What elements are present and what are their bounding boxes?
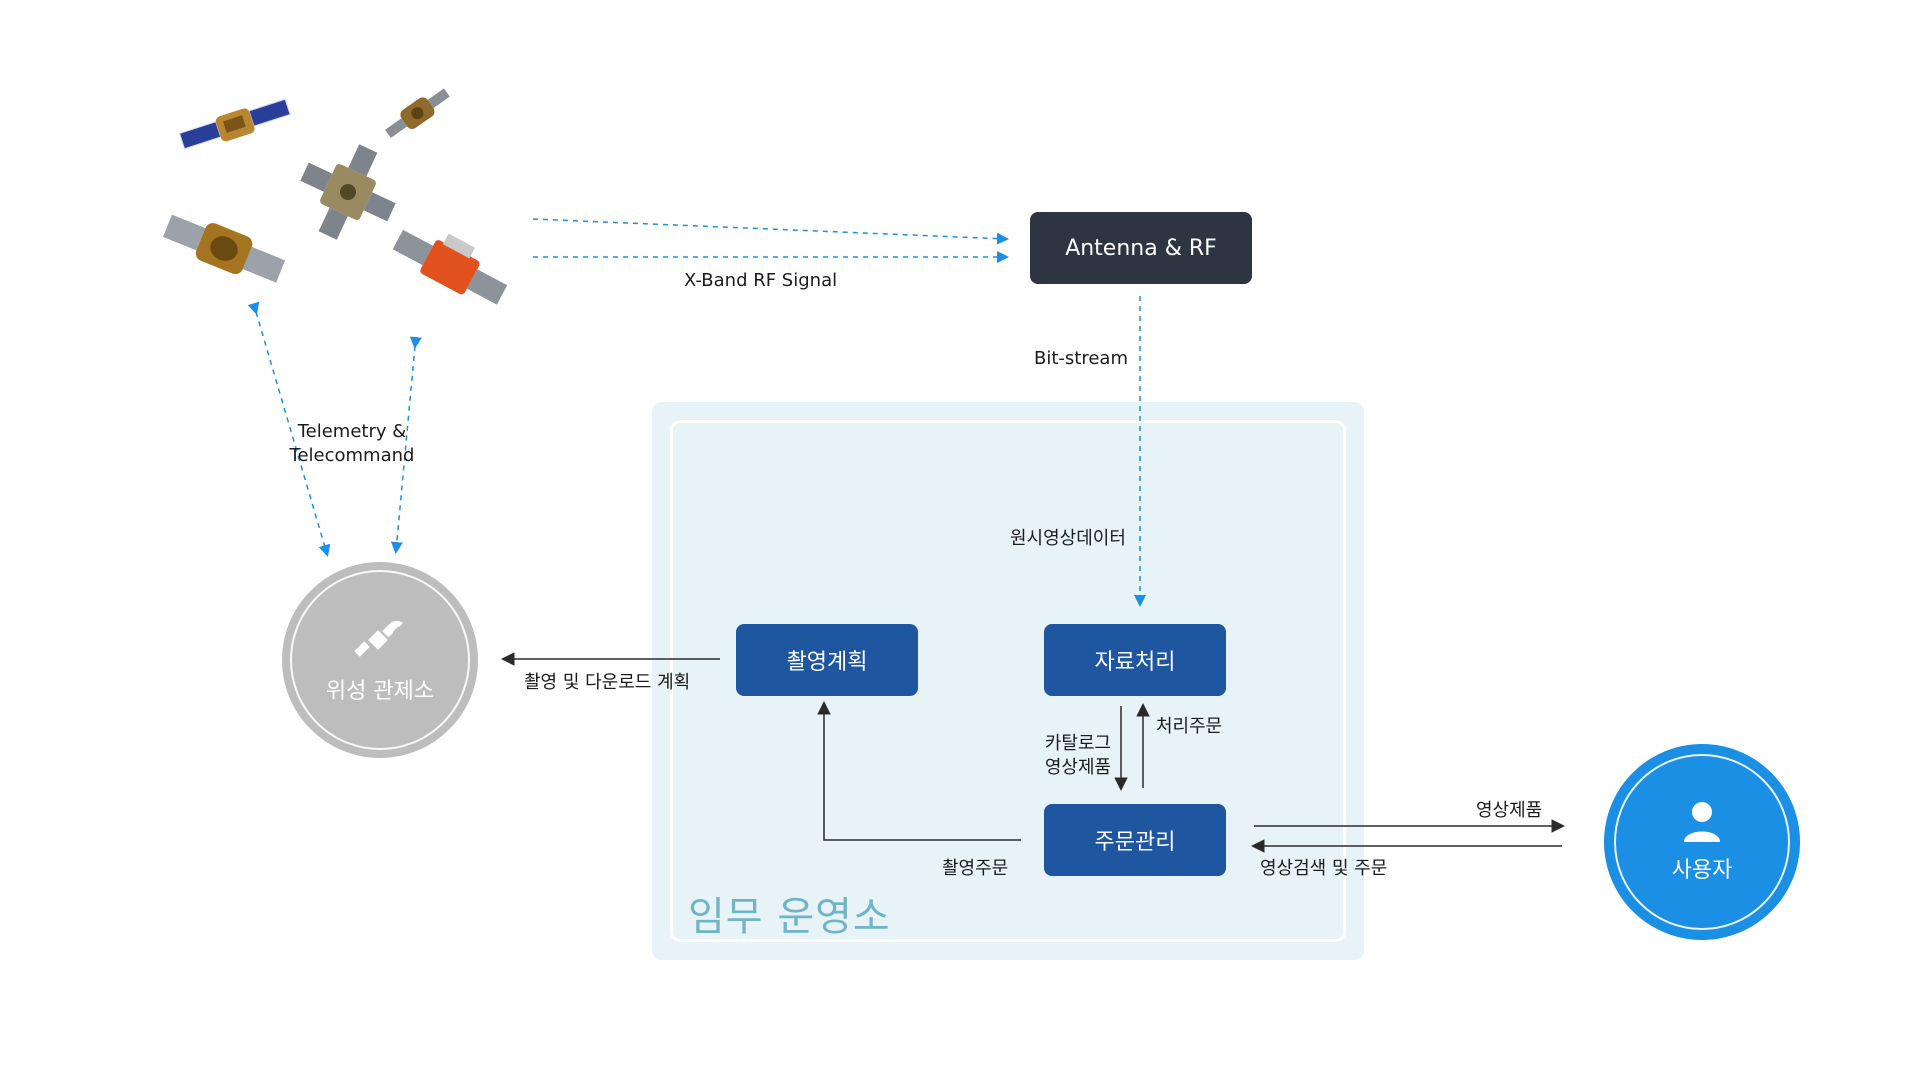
shoot-order-arrow	[817, 701, 1021, 841]
control-center-label: 위성 관제소	[325, 679, 435, 704]
label-telemetry-line1: Telemetry &	[297, 421, 407, 442]
label-catalog: 카탈로그 영상제품	[1040, 732, 1116, 780]
telemetry-arrow-right	[390, 336, 422, 554]
shooting-plan-node: 촬영계획	[736, 624, 918, 696]
satellite-image-3	[300, 144, 396, 240]
label-plan-download: 촬영 및 다운로드 계획	[524, 672, 691, 693]
person-icon	[1684, 802, 1720, 842]
antenna-rf-node: Antenna & RF	[1030, 212, 1252, 284]
satellite-image-4	[162, 214, 286, 283]
operations-center-title: 임무 운영소	[688, 894, 891, 940]
label-image-product: 영상제품	[1476, 800, 1543, 821]
data-processing-node: 자료처리	[1044, 624, 1226, 696]
satellite-image-1	[178, 98, 291, 150]
satellite-image-5	[392, 229, 508, 305]
label-telemetry: Telemetry & Telecommand	[282, 420, 422, 468]
label-processing-order: 처리주문	[1156, 716, 1223, 737]
label-shoot-order: 촬영주문	[942, 858, 1009, 879]
user-node: 사용자	[1604, 744, 1800, 940]
order-management-node: 주문관리	[1044, 804, 1226, 876]
label-xband: X-Band RF Signal	[684, 270, 838, 291]
xband-arrow-upper	[532, 218, 1009, 245]
label-bitstream: Bit-stream	[1034, 348, 1128, 369]
satellite-icon	[354, 621, 403, 657]
label-telemetry-line2: Telecommand	[289, 445, 415, 466]
label-catalog-line2: 영상제품	[1044, 757, 1112, 778]
user-label: 사용자	[1671, 858, 1733, 883]
telemetry-arrow-left	[247, 301, 331, 557]
operations-center-border	[670, 420, 1346, 942]
satellite-image-2	[385, 88, 450, 138]
control-center-ring	[290, 570, 470, 750]
label-image-search-order: 영상검색 및 주문	[1260, 858, 1388, 879]
satellite-control-center: 위성 관제소	[282, 562, 478, 758]
label-raw-image: 원시영상데이터	[1010, 528, 1126, 549]
user-ring	[1614, 754, 1790, 930]
label-catalog-line1: 카탈로그	[1044, 733, 1112, 754]
